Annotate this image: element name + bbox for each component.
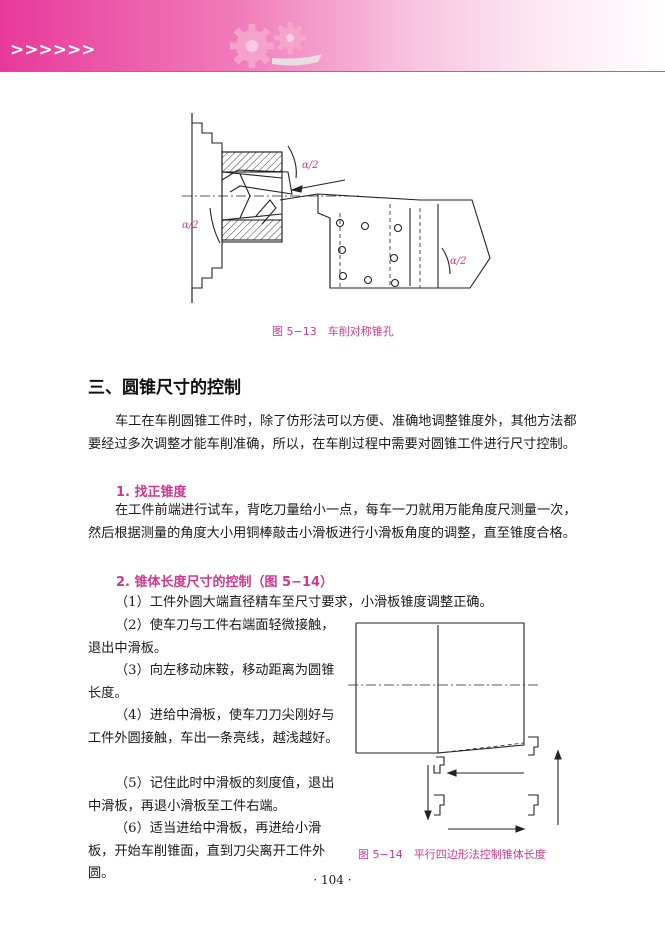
figure-5-14-caption: 图 5−14 平行四边形法控制锥体长度 xyxy=(358,848,546,861)
section-title: 三、圆锥尺寸的控制 xyxy=(88,378,241,398)
step-2: （2）使车刀与工件右端面轻微接触，退出中滑板。 xyxy=(88,618,335,656)
subsection-2-title: 2. 锥体长度尺寸的控制（图 5−14） xyxy=(116,575,334,590)
alpha-half-label-1: α/2 xyxy=(302,160,318,171)
subsection-1-text: 在工件前端进行试车，背吃刀量给小一点，每车一刀就用万能角度尺测量一次，然后根据测… xyxy=(88,503,577,541)
header-rule xyxy=(0,71,665,72)
step-4: （4）进给中滑板，使车刀刀尖刚好与工件外圆接触，车出一条亮线，越浅越好。 xyxy=(88,708,339,746)
step-1: （1）工件外圆大端直径精车至尺寸要求，小滑板锥度调整正确。 xyxy=(115,595,493,610)
step-3: （3）向左移动床鞍，移动距离为圆锥长度。 xyxy=(88,663,335,701)
header-band xyxy=(0,0,665,72)
alpha-half-label-3: α/2 xyxy=(450,256,466,267)
page-number: · 104 · xyxy=(313,873,352,887)
subsection-1-title: 1. 找正锥度 xyxy=(116,485,187,500)
figure-5-13-caption: 图 5−13 车削对称锥孔 xyxy=(272,325,394,338)
step-5: （5）记住此时中滑板的刻度值，退出中滑板，再退小滑板至工件右端。 xyxy=(88,776,335,814)
gear-decoration-icon xyxy=(230,22,322,68)
intro-paragraph: 车工在车削圆锥工件时，除了仿形法可以方便、准确地调整锥度外，其他方法都要经过多次… xyxy=(88,414,577,452)
step-6: （6）适当进给中滑板，再进给小滑板，开始车削锥面，直到刀尖离开工件外圆。 xyxy=(88,821,326,882)
figure-5-13-drawing: α/2 α/2 α/2 xyxy=(182,113,491,303)
alpha-half-label-2: α/2 xyxy=(182,220,198,231)
header-chevrons: >>>>>> xyxy=(10,40,96,60)
figure-5-14-drawing xyxy=(348,622,562,833)
